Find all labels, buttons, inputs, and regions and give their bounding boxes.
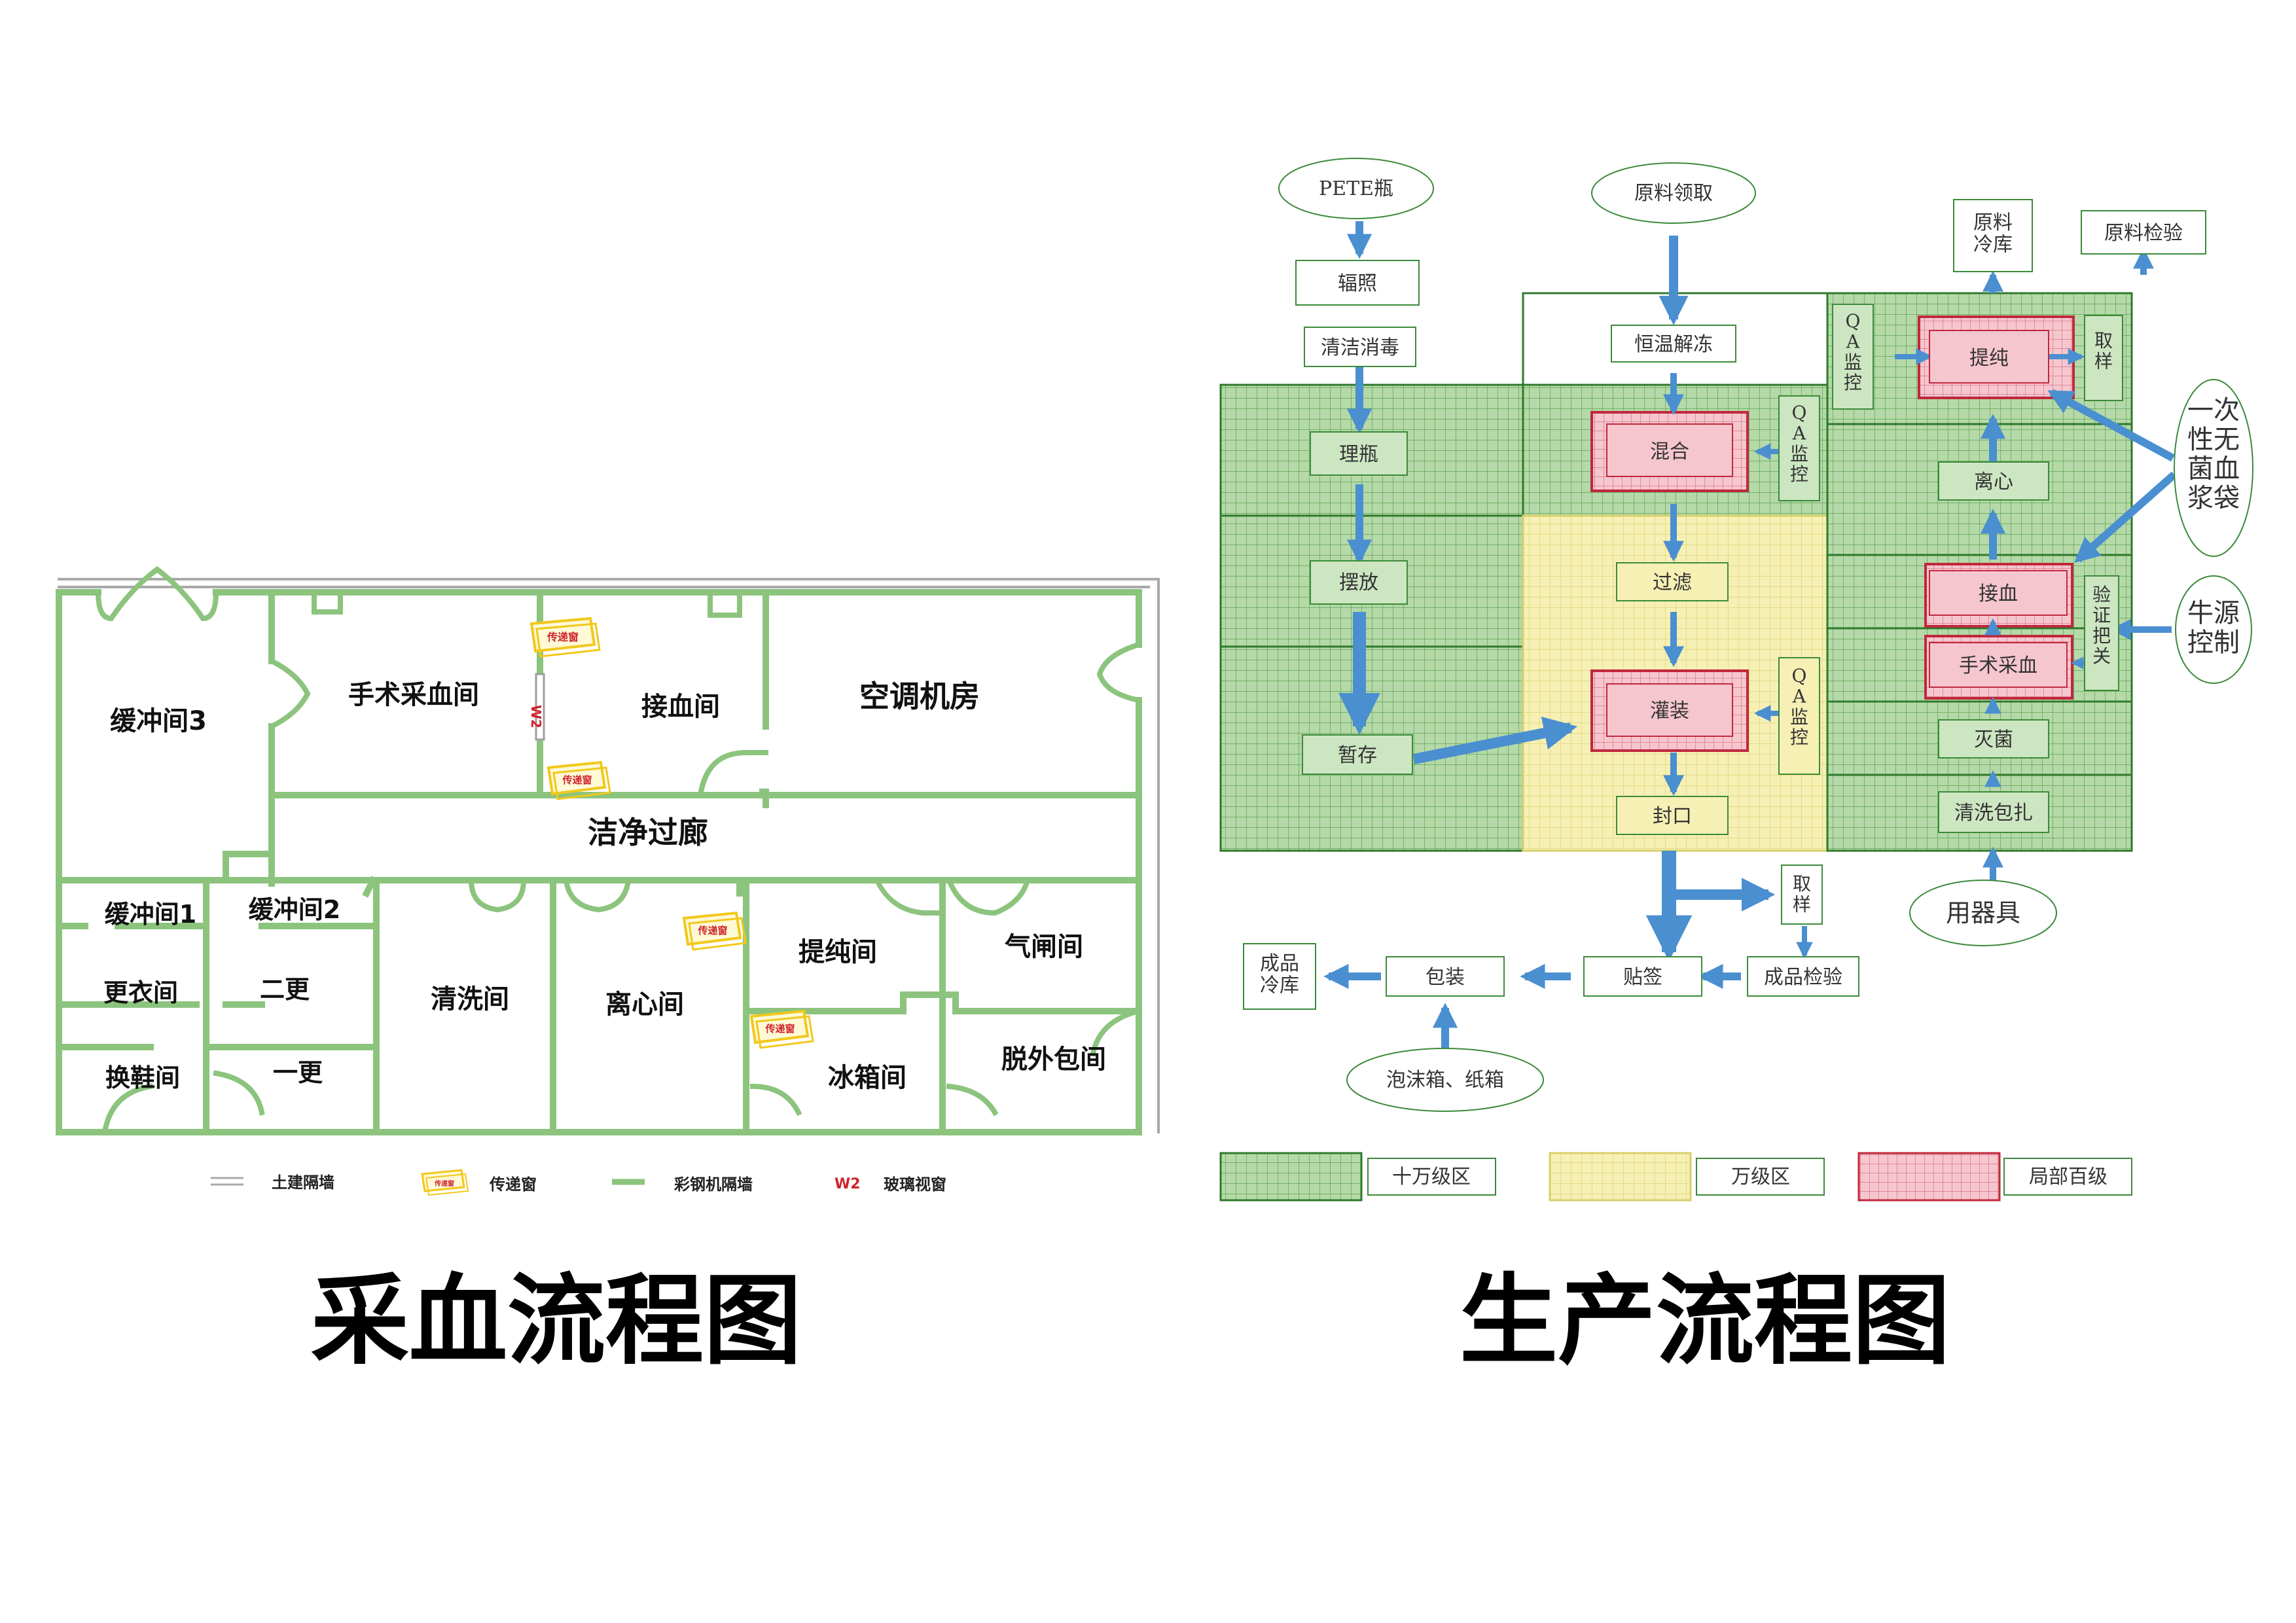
pass-window-1: 传递窗	[529, 616, 601, 658]
box-arrange: 理瓶	[1339, 443, 1378, 466]
svg-text:传递窗: 传递窗	[547, 631, 579, 643]
room-surgery: 手术采血间	[348, 680, 479, 710]
pass-window-3: 传递窗	[682, 911, 747, 951]
outer-wall	[56, 589, 1142, 1135]
legend-green: 十万级区	[1392, 1166, 1471, 1188]
pass-windows: 传递窗 传递窗 传递窗 传递窗 W2	[528, 616, 814, 1049]
box-sample2: 取样	[1793, 873, 1811, 915]
box-purify: 提纯	[1969, 347, 2009, 370]
box-verify: 验证把关	[2092, 584, 2111, 667]
legend-w2: W2	[834, 1176, 861, 1192]
box-material-check: 原料检验	[2104, 222, 2183, 245]
box-label: 贴签	[1623, 966, 1662, 989]
ellipse-foam: 泡沫箱、纸箱	[1386, 1069, 1504, 1092]
box-thaw: 恒温解冻	[1634, 333, 1713, 356]
box-wash-pack: 清洗包扎	[1954, 802, 2033, 825]
title-right: 生产流程图	[1460, 1264, 1950, 1378]
box-place: 摆放	[1339, 571, 1378, 594]
pass-window-4: 传递窗	[749, 1009, 814, 1049]
w2-label: W2	[528, 705, 544, 728]
ellipse-pete: PETE瓶	[1319, 177, 1393, 200]
ellipse-disposable-bag: 一次性无菌血浆袋	[2187, 395, 2240, 513]
room-first-change: 一更	[273, 1058, 323, 1087]
legend-pass-window: 传递窗	[489, 1175, 537, 1194]
room-fridge: 冰箱间	[828, 1063, 906, 1093]
box-centrifuge: 离心	[1974, 471, 2013, 493]
room-buffer3: 缓冲间3	[110, 706, 207, 736]
box-filter: 过滤	[1653, 571, 1692, 594]
pass-window-2: 传递窗	[547, 760, 611, 800]
box-finished-cold: 成品冷库	[1260, 952, 1299, 997]
box-fill: 灌装	[1650, 700, 1689, 722]
legend-civil-wall: 土建隔墙	[272, 1173, 334, 1192]
svg-text:传递窗: 传递窗	[697, 925, 727, 936]
svg-text:传递窗: 传递窗	[434, 1179, 454, 1188]
legend-glass-window: 玻璃视窗	[884, 1175, 946, 1194]
room-ac: 空调机房	[859, 679, 980, 714]
ellipse-cattle-source: 牛源控制	[2187, 598, 2240, 658]
room-buffer1: 缓冲间1	[105, 900, 196, 929]
box-irradiate: 辐照	[1338, 272, 1377, 295]
box-mix: 混合	[1650, 440, 1689, 463]
flow-legend: 十万级区 万级区 局部百级	[1219, 1152, 2132, 1202]
ellipse-material-get: 原料领取	[1634, 182, 1713, 205]
room-corridor: 洁净过廊	[588, 815, 708, 850]
room-changing: 更衣间	[103, 978, 178, 1007]
svg-text:传递窗: 传递窗	[764, 1023, 795, 1035]
box-cold-store: 原料冷库	[1973, 211, 2013, 257]
ellipse-utensils: 用器具	[1946, 899, 2020, 927]
room-buffer2: 缓冲间2	[249, 895, 340, 924]
box-sterilize: 灭菌	[1974, 728, 2013, 751]
room-airlock: 气闸间	[1005, 932, 1083, 962]
titles: 采血流程图 生产流程图	[311, 1264, 1950, 1378]
title-left: 采血流程图	[311, 1264, 802, 1378]
room-receive: 接血间	[641, 692, 720, 722]
box-sample1: 取样	[2094, 330, 2113, 372]
room-wash: 清洗间	[431, 984, 509, 1014]
w2-glass-window	[535, 673, 545, 741]
box-store: 暂存	[1338, 744, 1377, 767]
svg-text:传递窗: 传递窗	[562, 774, 592, 786]
box-finished-check: 成品检验	[1764, 966, 1842, 989]
room-second-change: 二更	[260, 975, 310, 1004]
box-receive-blood: 接血	[1979, 582, 2018, 605]
room-unpack: 脱外包间	[1001, 1044, 1106, 1075]
flow-ellipses: PETE瓶 原料领取 一次性无菌血浆袋 牛源控制 用器具 泡沫箱、纸箱	[1278, 158, 2253, 1112]
civil-wall	[58, 578, 1160, 1133]
floorplan-legend: 土建隔墙 传递窗 传递窗 彩钢机隔墙 W2 玻璃视窗	[211, 1169, 946, 1196]
legend-steel-wall: 彩钢机隔墙	[673, 1175, 753, 1194]
room-shoe: 换鞋间	[105, 1063, 180, 1092]
room-centrifuge: 离心间	[605, 990, 684, 1020]
room-purify: 提纯间	[798, 937, 877, 967]
legend-red: 局部百级	[2029, 1166, 2108, 1188]
box-surgery-blood: 手术采血	[1959, 654, 2037, 677]
box-pack: 包装	[1426, 966, 1465, 989]
box-clean: 清洁消毒	[1321, 336, 1399, 359]
flow-arrows	[1323, 221, 2177, 1054]
floor-plan	[56, 565, 1160, 1135]
room-labels: 缓冲间3 手术采血间 接血间 空调机房 洁净过廊 缓冲间1 缓冲间2 清洗间 离…	[103, 679, 1106, 1093]
legend-yellow: 万级区	[1731, 1166, 1790, 1188]
box-seal: 封口	[1653, 805, 1692, 828]
